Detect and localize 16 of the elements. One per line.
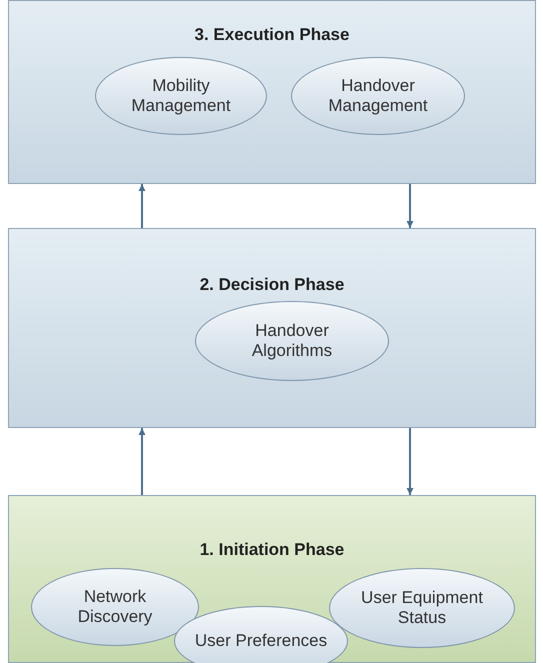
arrow [138,184,146,228]
phase-title: 3. Execution Phase [194,25,350,45]
phase-panel [8,228,536,428]
phase-title: 2. Decision Phase [198,275,346,295]
ellipse-label: Network Discovery [76,586,154,628]
ellipse-label: Mobility Management [130,76,232,116]
phase-title: 1. Initiation Phase [198,540,346,560]
arrow [138,428,146,495]
arrow [406,428,414,495]
phase-panel [8,495,536,663]
ellipse-label: Handover Management [327,76,429,116]
ellipse-label: User Equipment Status [360,588,484,628]
phase-panel [8,0,536,184]
ellipse-label: User Preferences [194,630,328,652]
arrow [406,184,414,228]
ellipse-label: Handover Algorithms [250,320,334,362]
